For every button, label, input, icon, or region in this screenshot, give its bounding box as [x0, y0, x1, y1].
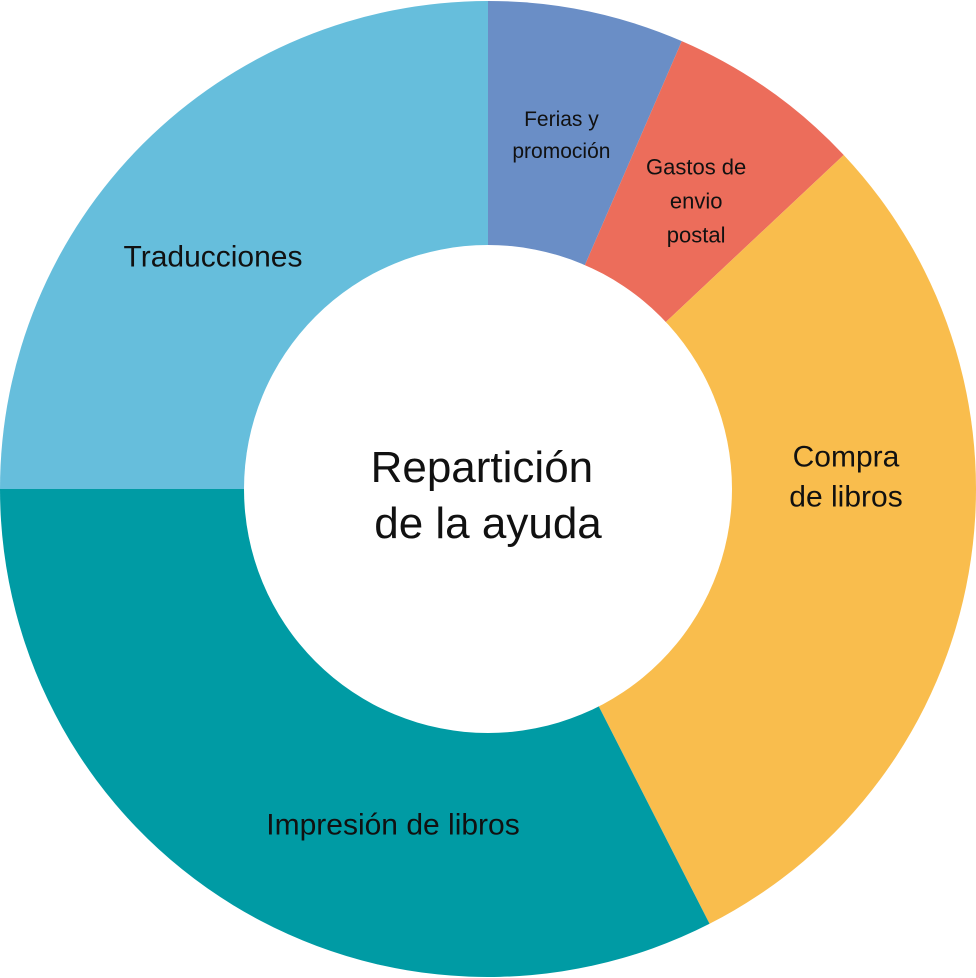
slice-label-line: promoción — [512, 140, 610, 163]
slice-label-line: Gastos de — [646, 155, 746, 180]
chart-title-line-1: Repartición — [371, 443, 594, 492]
slice-label-line: Compra — [793, 441, 900, 474]
slice-label-line: Ferias y — [524, 108, 599, 131]
slice-label-line: envio — [670, 189, 723, 214]
slice-label-line: Impresión de libros — [266, 809, 519, 842]
slice-label-compra-de-libros: Compra de libros — [789, 441, 902, 514]
slice-compra-de-libros — [488, 154, 976, 924]
slice-label-line: postal — [667, 223, 726, 248]
chart-title: Repartición de la ayuda — [371, 443, 606, 548]
donut-hole — [244, 245, 732, 733]
slice-label-impresion-de-libros: Impresión de libros — [266, 809, 519, 842]
slice-label-traducciones: Traducciones — [124, 241, 303, 274]
slice-label-ferias-y-promocion: Ferias y promoción — [512, 108, 610, 163]
chart-title-line-2: de la ayuda — [374, 499, 602, 548]
slice-label-line: de libros — [789, 481, 902, 514]
slice-label-gastos-de-envio-postal: Gastos de envio postal — [646, 155, 746, 248]
slice-label-line: Traducciones — [124, 241, 303, 274]
